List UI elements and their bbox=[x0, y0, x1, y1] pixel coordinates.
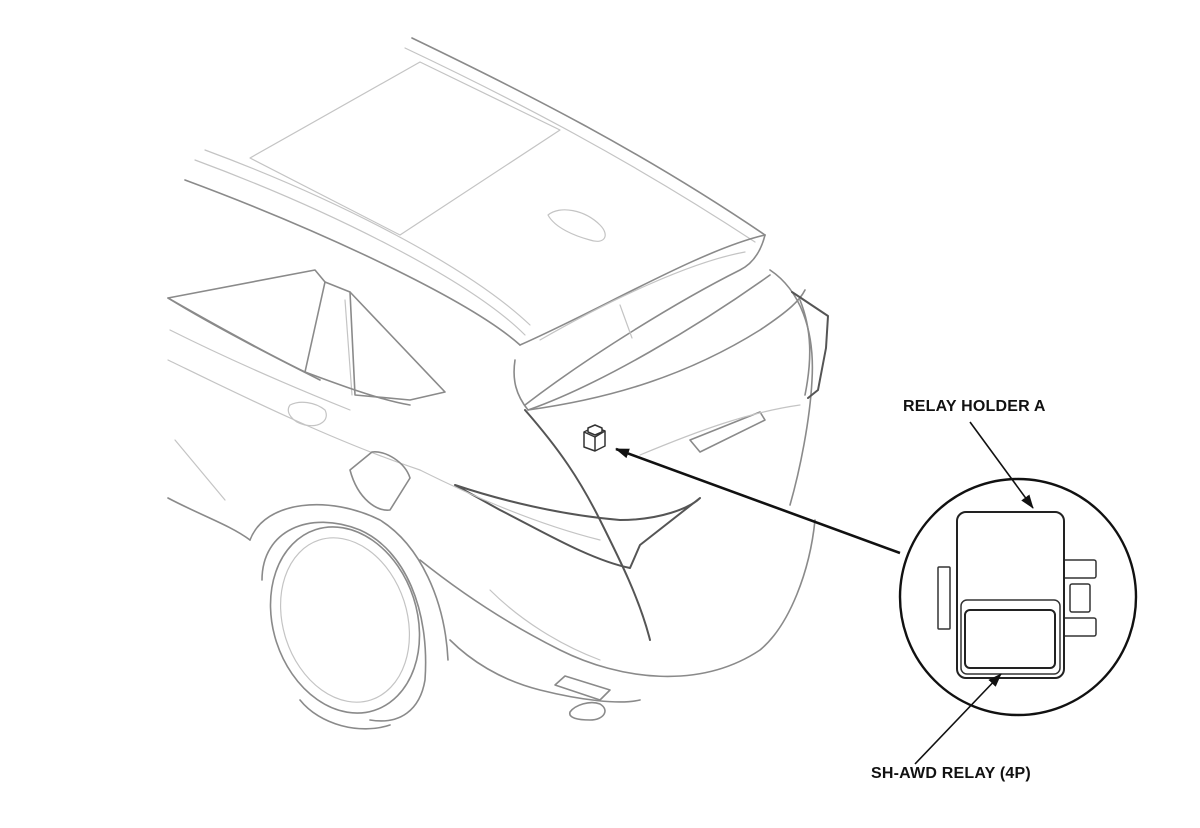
relay-leader bbox=[914, 673, 1002, 765]
relay-holder-detail bbox=[937, 511, 1097, 679]
sh-awd-relay-label: SH-AWD RELAY (4P) bbox=[871, 765, 1031, 782]
relay-holder-label: RELAY HOLDER A bbox=[903, 398, 1046, 415]
vehicle-body bbox=[167, 37, 829, 730]
location-arrow bbox=[615, 447, 901, 555]
detail-magnifier bbox=[898, 477, 1138, 717]
relay-holder-leader bbox=[969, 421, 1034, 509]
relay-locator-icon bbox=[583, 424, 606, 452]
